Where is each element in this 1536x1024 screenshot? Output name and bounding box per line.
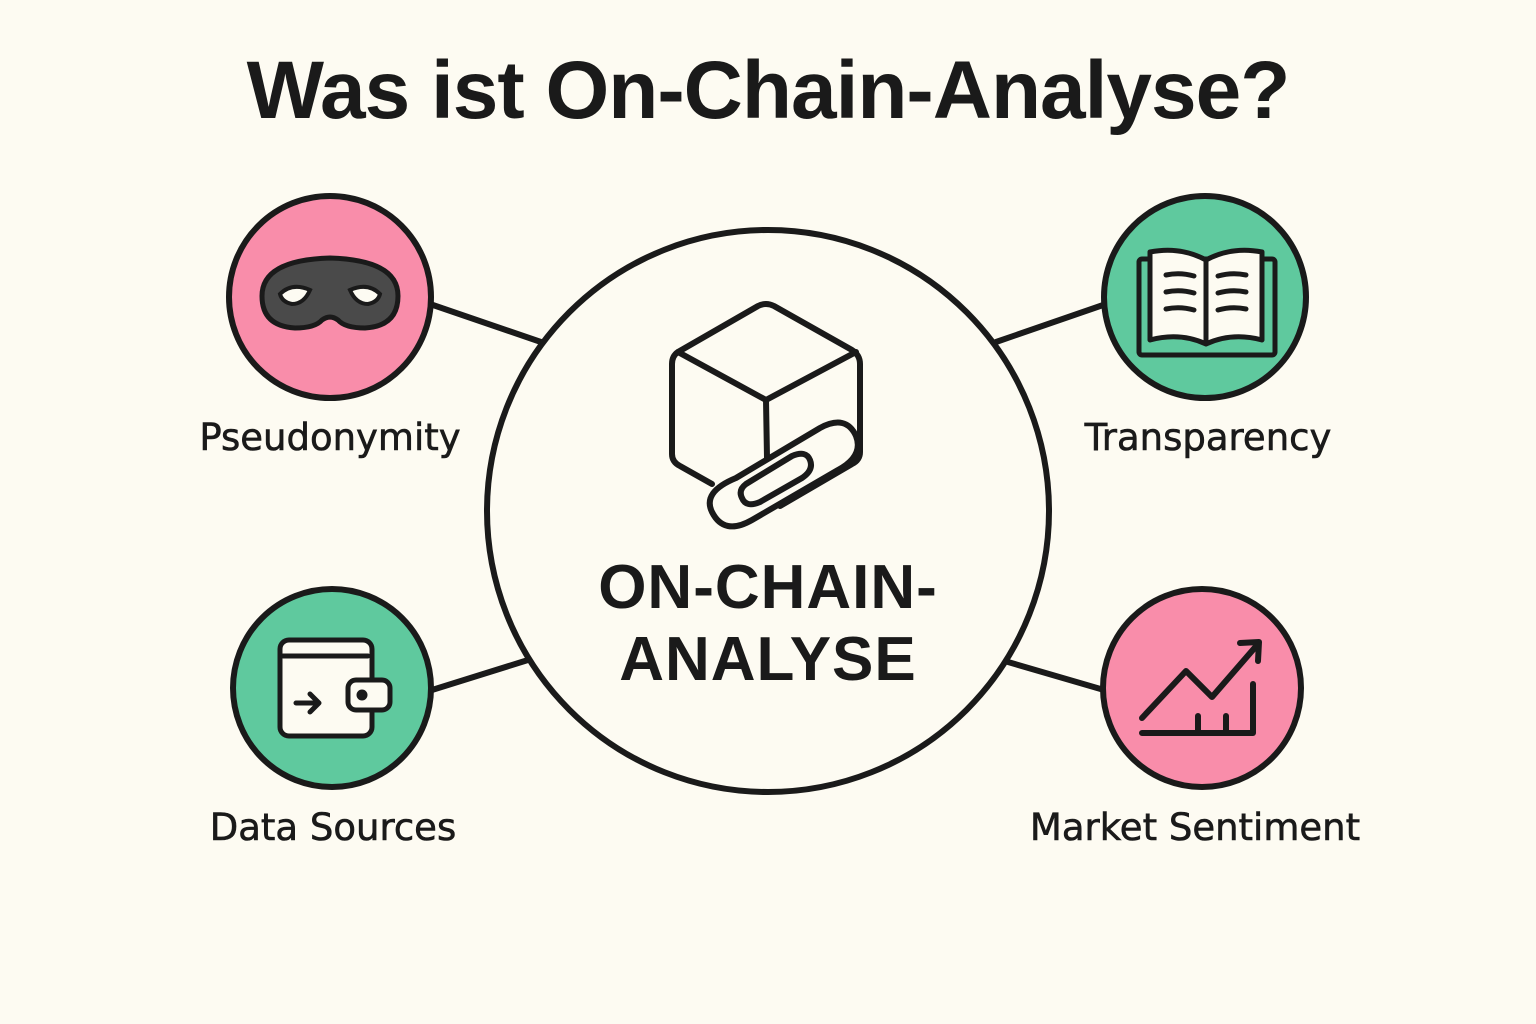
trending-chart-icon	[1139, 639, 1262, 736]
connector-market-sentiment	[1005, 659, 1107, 693]
label-data-sources: Data Sources	[209, 806, 457, 850]
block-chain-link-icon	[669, 301, 863, 530]
connector-data-sources	[429, 657, 531, 693]
node-pseudonymity[interactable]	[226, 193, 434, 401]
center-label-line1: ON-CHAIN-	[598, 553, 938, 622]
connector-transparency	[993, 301, 1109, 345]
open-book-icon	[1136, 247, 1278, 358]
wallet-icon	[277, 637, 393, 739]
label-pseudonymity: Pseudonymity	[199, 416, 461, 460]
node-market-sentiment[interactable]	[1100, 586, 1304, 790]
mask-icon	[259, 255, 401, 331]
center-label-line2: ANALYSE	[619, 625, 917, 694]
page-title: Was ist On-Chain-Analyse?	[246, 45, 1291, 136]
center-label: ON-CHAIN- ANALYSE	[568, 552, 968, 696]
connector-pseudonymity	[427, 301, 544, 345]
node-data-sources[interactable]	[230, 586, 434, 790]
label-market-sentiment: Market Sentiment	[1029, 806, 1361, 850]
connector-lines	[427, 301, 1109, 693]
node-transparency[interactable]	[1101, 193, 1309, 401]
label-transparency: Transparency	[1084, 416, 1332, 460]
